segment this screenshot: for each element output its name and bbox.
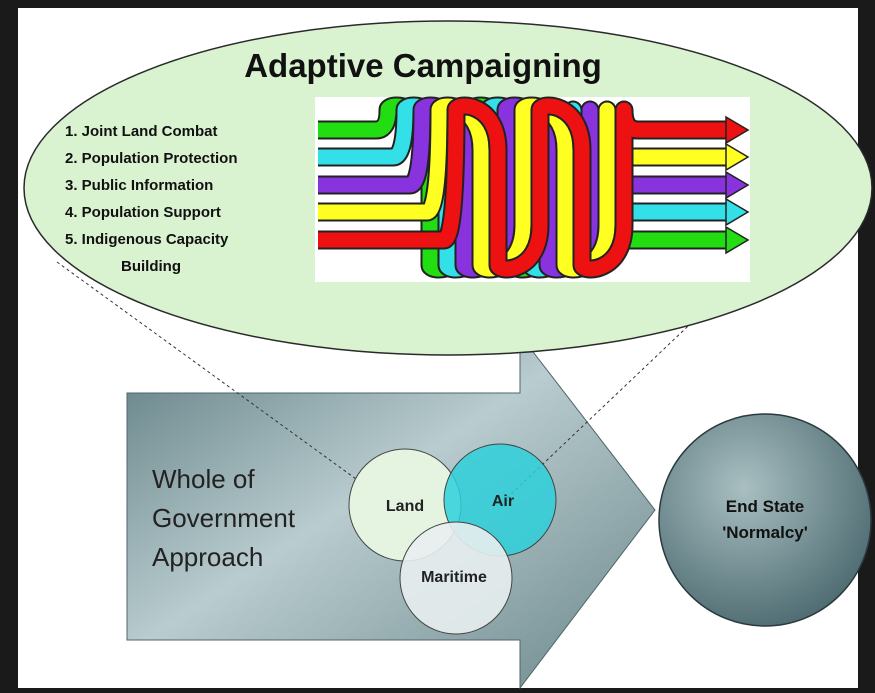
braid-arrowhead-4	[725, 142, 750, 172]
braid-arrowhead-5	[725, 115, 750, 145]
line-of-operation-item: 5. Indigenous Capacity	[65, 231, 229, 248]
braid-arrowhead-2	[725, 197, 750, 227]
maritime-circle	[399, 521, 513, 635]
end-state-circle	[658, 413, 872, 627]
line-of-operation-item: 1. Joint Land Combat	[65, 123, 218, 140]
line-of-operation-item: 4. Population Support	[65, 204, 221, 221]
braided-strands	[318, 96, 750, 279]
braid-strand-5	[318, 98, 728, 277]
line-of-operation-item: 2. Population Protection	[65, 150, 238, 167]
end-state-normalcy: 'Normalcy'	[722, 523, 808, 542]
approach-label: Whole of Government Approach	[152, 464, 296, 572]
air-label: Air	[492, 493, 514, 510]
maritime-label: Maritime	[421, 569, 487, 586]
callout-line-left	[56, 261, 386, 501]
braid-arrowhead-1	[725, 225, 750, 255]
svg-text:Government: Government	[152, 503, 296, 533]
line-of-operation-item: Building	[121, 258, 181, 275]
end-state-label: End State	[726, 497, 804, 516]
braid-strand-3	[318, 98, 728, 277]
svg-text:Approach: Approach	[152, 542, 263, 572]
diagram-title: Adaptive Campaigning	[244, 47, 602, 84]
svg-text:Whole of: Whole of	[152, 464, 255, 494]
lines-of-operation-list: 1. Joint Land Combat 2. Population Prote…	[65, 123, 238, 275]
line-of-operation-item: 3. Public Information	[65, 177, 213, 194]
braid-arrowhead-3	[725, 170, 750, 200]
braid-strand-4	[318, 98, 728, 277]
land-label: Land	[386, 498, 424, 515]
